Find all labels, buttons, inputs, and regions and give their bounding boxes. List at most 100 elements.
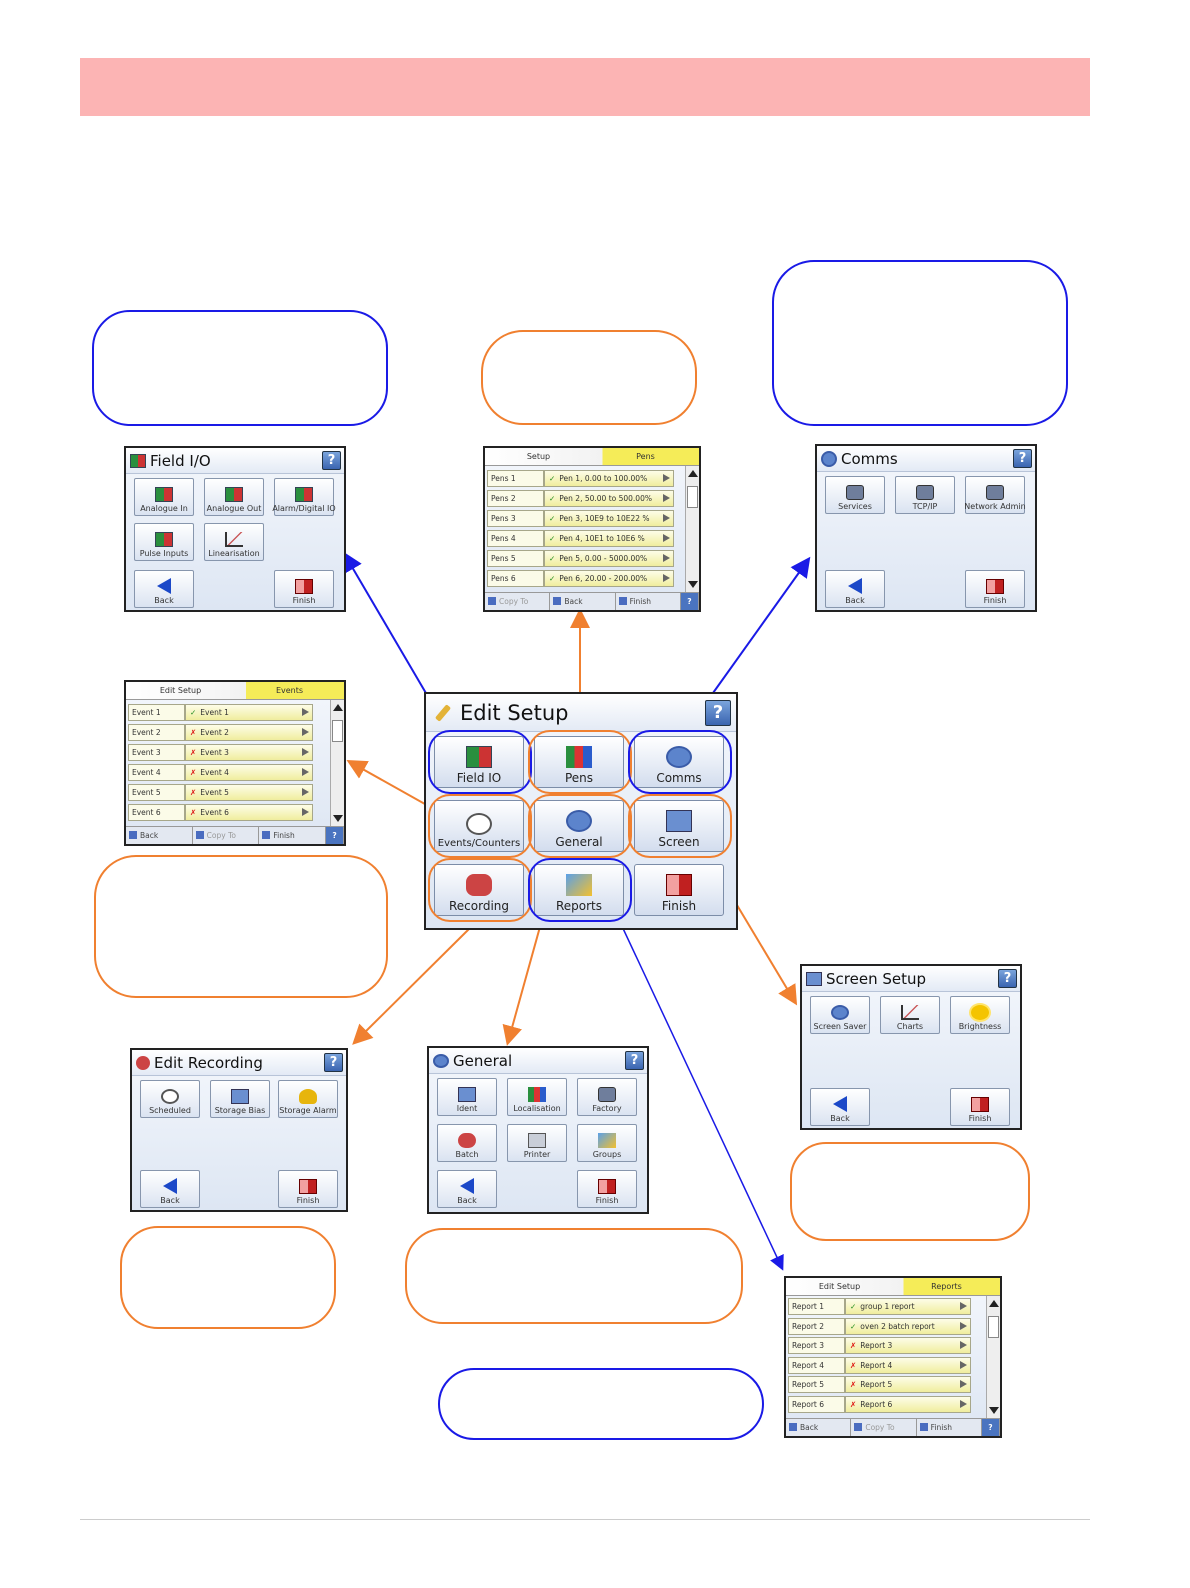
groups-button[interactable]: Groups [577,1124,637,1162]
storage-alarm-button[interactable]: Storage Alarm [278,1080,338,1118]
list-item-value[interactable]: ✗Report 5 [845,1376,971,1393]
list-item-value[interactable]: ✗Report 6 [845,1395,971,1413]
linearisation-button[interactable]: Linearisation [204,523,264,561]
list-item[interactable]: Event 2✗Event 2 [128,724,313,741]
ident-button[interactable]: Ident [437,1078,497,1116]
list-item[interactable]: Event 4✗Event 4 [128,764,313,781]
pens-scrollbar[interactable] [685,466,699,592]
analogue-in-button[interactable]: Analogue In [134,478,194,516]
back-button[interactable]: Back [437,1170,497,1208]
list-item-value[interactable]: ✓group 1 report [845,1298,971,1315]
list-item-value[interactable]: ✓Event 1 [185,704,313,721]
comms-button[interactable]: Comms [634,736,724,788]
events-counters-button[interactable]: Events/Counters [434,800,524,852]
list-item[interactable]: Report 1✓group 1 report [788,1298,971,1315]
list-item[interactable]: Event 6✗Event 6 [128,804,313,821]
finish-button[interactable]: Finish [274,570,334,608]
finish-button[interactable]: Finish [634,864,724,916]
screen-button[interactable]: Screen [634,800,724,852]
analogue-out-button[interactable]: Analogue Out [204,478,264,516]
list-item-value[interactable]: ✗Event 6 [185,804,313,821]
list-item[interactable]: Pens 4✓Pen 4, 10E1 to 10E6 % [487,530,674,547]
back-button[interactable]: Back [550,593,616,610]
list-item-value[interactable]: ✓Pen 3, 10E9 to 10E22 % [544,510,674,527]
list-item-value[interactable]: ✗Event 4 [185,764,313,781]
back-button[interactable]: Back [140,1170,200,1208]
copy-to-button[interactable]: Copy To [851,1419,917,1436]
back-button[interactable]: Back [134,570,194,608]
list-item[interactable]: Report 6✗Report 6 [788,1395,971,1413]
list-item-value[interactable]: ✓Pen 5, 0.00 - 5000.00% [544,550,674,567]
finish-button[interactable]: Finish [965,570,1025,608]
pens-button[interactable]: Pens [534,736,624,788]
help-icon[interactable]: ? [981,1419,1000,1436]
list-item[interactable]: Pens 2✓Pen 2, 50.00 to 500.00% [487,490,674,507]
copy-to-button[interactable]: Copy To [193,827,260,844]
list-item[interactable]: Event 3✗Event 3 [128,744,313,761]
list-item[interactable]: Report 3✗Report 3 [788,1337,971,1354]
crumb-setup[interactable]: Setup [526,452,551,461]
batch-button[interactable]: Batch [437,1124,497,1162]
tcp-ip-button[interactable]: TCP/IP [895,476,955,514]
list-item-value[interactable]: ✓oven 2 batch report [845,1317,971,1335]
help-icon[interactable]: ? [322,451,341,470]
list-item-value[interactable]: ✗Report 4 [845,1356,971,1374]
alarm-digital-io-button[interactable]: Alarm/Digital IO [272,478,336,516]
list-item[interactable]: Pens 5✓Pen 5, 0.00 - 5000.00% [487,550,674,567]
help-icon[interactable]: ? [705,700,731,726]
printer-button[interactable]: Printer [507,1124,567,1162]
storage-bias-button[interactable]: Storage Bias [210,1080,270,1118]
recording-label: Recording [448,899,510,913]
recording-button[interactable]: Recording [434,864,524,916]
list-item[interactable]: Pens 1✓Pen 1, 0.00 to 100.00% [487,470,674,487]
localisation-button[interactable]: Localisation [507,1078,567,1116]
list-item[interactable]: Report 2✓oven 2 batch report [788,1317,971,1335]
back-button[interactable]: Back [825,570,885,608]
factory-button[interactable]: Factory [577,1078,637,1116]
back-button[interactable]: Back [810,1088,870,1126]
back-button[interactable]: Back [786,1419,852,1436]
list-item-value[interactable]: ✓Pen 4, 10E1 to 10E6 % [544,530,674,547]
screen-saver-button[interactable]: Screen Saver [810,996,870,1034]
scheduled-button[interactable]: Scheduled [140,1080,200,1118]
help-icon[interactable]: ? [1013,449,1032,468]
finish-button[interactable]: Finish [278,1170,338,1208]
list-item-value[interactable]: ✗Report 3 [845,1337,971,1354]
help-icon[interactable]: ? [326,827,344,844]
list-item-value[interactable]: ✗Event 5 [185,784,313,801]
list-item-value[interactable]: ✓Pen 1, 0.00 to 100.00% [544,470,674,487]
pulse-inputs-button[interactable]: Pulse Inputs [134,523,194,561]
list-item-value[interactable]: ✗Event 2 [185,724,313,741]
brightness-button[interactable]: Brightness [950,996,1010,1034]
reports-button[interactable]: Reports [534,864,624,916]
finish-button[interactable]: Finish [259,827,327,844]
crumb-edit-setup[interactable]: Edit Setup [818,1282,861,1291]
list-item[interactable]: Pens 6✓Pen 6, 20.00 - 200.00% [487,570,674,587]
list-item[interactable]: Report 5✗Report 5 [788,1376,971,1393]
services-button[interactable]: Services [825,476,885,514]
list-item-value[interactable]: ✗Event 3 [185,744,313,761]
finish-button[interactable]: Finish [917,1419,982,1436]
list-item[interactable]: Event 5✗Event 5 [128,784,313,801]
list-item[interactable]: Event 1✓Event 1 [128,704,313,721]
network-admin-button[interactable]: Network Admin [964,476,1026,514]
help-icon[interactable]: ? [625,1051,644,1070]
general-button[interactable]: General [534,800,624,852]
help-icon[interactable]: ? [998,969,1017,988]
help-icon[interactable]: ? [324,1053,343,1072]
list-item-value[interactable]: ✓Pen 6, 20.00 - 200.00% [544,570,674,587]
finish-button[interactable]: Finish [950,1088,1010,1126]
charts-button[interactable]: Charts [880,996,940,1034]
help-icon[interactable]: ? [680,593,699,610]
list-item-value[interactable]: ✓Pen 2, 50.00 to 500.00% [544,490,674,507]
list-item[interactable]: Pens 3✓Pen 3, 10E9 to 10E22 % [487,510,674,527]
finish-button[interactable]: Finish [577,1170,637,1208]
back-button[interactable]: Back [126,827,193,844]
events-scrollbar[interactable] [330,700,344,826]
copy-to-button[interactable]: Copy To [485,593,551,610]
field-io-button[interactable]: Field IO [434,736,524,788]
list-item[interactable]: Report 4✗Report 4 [788,1356,971,1374]
crumb-edit-setup[interactable]: Edit Setup [159,686,202,695]
finish-button[interactable]: Finish [616,593,681,610]
reports-scrollbar[interactable] [986,1296,1000,1418]
